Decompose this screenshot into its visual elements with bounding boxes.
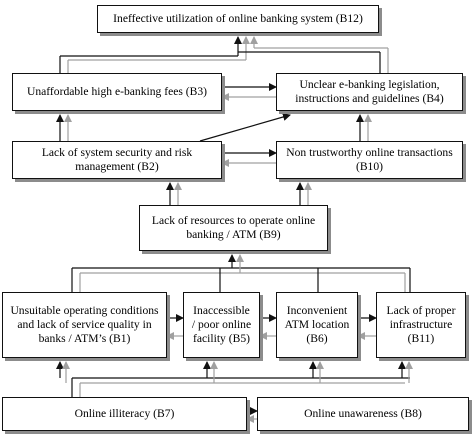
links-b3-b4: [221, 83, 277, 101]
node-b5: Inaccessible / poor online facility (B5): [183, 292, 260, 358]
node-b10-label: Non trustworthy online transactions (B10…: [286, 146, 453, 173]
node-b8-label: Online unawareness (B8): [304, 407, 422, 420]
node-b3-label: Unaffordable high e-banking fees (B3): [26, 85, 208, 98]
node-b10: Non trustworthy online transactions (B10…: [276, 141, 463, 179]
links-b2-b10: [221, 149, 277, 167]
node-b9: Lack of resources to operate online bank…: [139, 205, 328, 251]
node-b6-label: Inconvenient ATM location (B6): [284, 304, 350, 345]
links-to-b12: [59, 36, 389, 73]
node-b7-label: Online illiteracy (B7): [74, 407, 175, 420]
node-b8: Online unawareness (B8): [257, 397, 469, 431]
node-b11: Lack of proper infrastructure (B11): [376, 292, 466, 358]
node-b1-label: Unsuitable operating conditions and lack…: [10, 304, 159, 345]
links-row: [166, 314, 377, 340]
node-b12: Ineffective utilization of online bankin…: [97, 5, 379, 33]
node-b12-label: Ineffective utilization of online bankin…: [113, 12, 363, 25]
node-b2-label: Lack of system security and risk managem…: [41, 146, 193, 173]
node-b4: Unclear e-banking legislation, instructi…: [276, 73, 463, 111]
node-b7: Online illiteracy (B7): [2, 397, 247, 431]
node-b9-label: Lack of resources to operate online bank…: [151, 214, 316, 241]
node-b11-label: Lack of proper infrastructure (B11): [386, 304, 456, 345]
node-b3: Unaffordable high e-banking fees (B3): [12, 73, 222, 111]
node-b1: Unsuitable operating conditions and lack…: [2, 292, 167, 358]
node-b4-label: Unclear e-banking legislation, instructi…: [295, 78, 444, 105]
links-level-mid-up: [56, 113, 372, 142]
links-row-to-b9: [71, 254, 411, 292]
links-bottom-to-row: [56, 361, 413, 423]
node-b5-label: Inaccessible / poor online facility (B5): [191, 304, 252, 345]
links-b9-up: [166, 182, 312, 205]
node-b6: Inconvenient ATM location (B6): [276, 292, 358, 358]
node-b2: Lack of system security and risk managem…: [12, 141, 222, 179]
